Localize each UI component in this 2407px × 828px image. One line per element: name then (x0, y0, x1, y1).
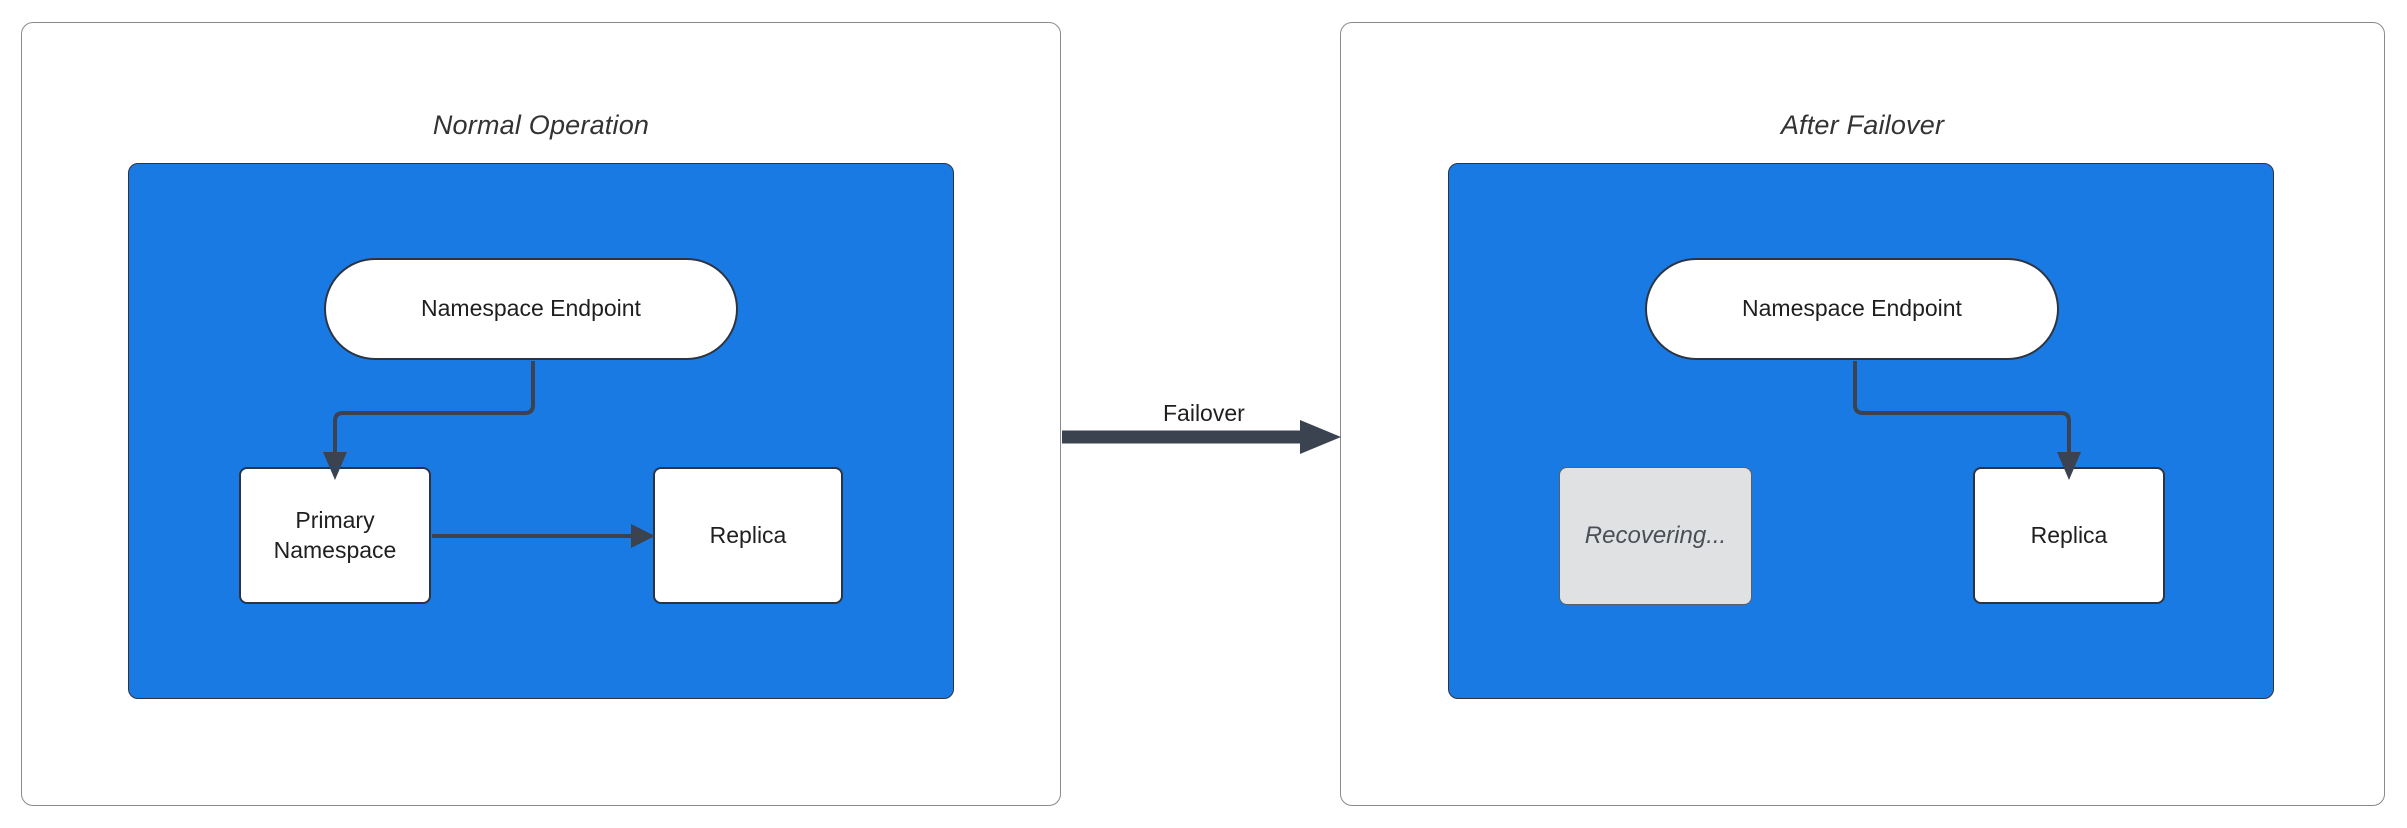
region-box-normal-operation (128, 163, 954, 699)
node-replica-left[interactable]: Replica (653, 467, 843, 604)
node-label-replica-right: Replica (2030, 521, 2108, 548)
node-label-primary-line2: Namespace (273, 536, 397, 563)
node-namespace-endpoint-right[interactable]: Namespace Endpoint (1645, 258, 2059, 360)
cluster-title-normal-operation: Normal Operation (432, 110, 650, 140)
node-label-primary-namespace: Primary Namespace (274, 506, 397, 565)
node-replica-right[interactable]: Replica (1973, 467, 2165, 604)
edge-label-data-replication: Data Replication (458, 336, 615, 358)
cluster-title-after-failover: After Failover (1780, 110, 1945, 140)
node-namespace-endpoint-left[interactable]: Namespace Endpoint (324, 258, 738, 360)
node-primary-namespace[interactable]: Primary Namespace (239, 467, 431, 604)
edge-failover-arrowhead (1300, 420, 1341, 454)
node-label-recovering: Recovering... (1584, 521, 1727, 549)
edge-label-failover: Failover (1163, 400, 1245, 426)
region-box-after-failover (1448, 163, 2274, 699)
node-label-replica-left: Replica (709, 521, 787, 548)
node-recovering[interactable]: Recovering... (1559, 467, 1752, 605)
node-label-namespace-endpoint-left: Namespace Endpoint (421, 295, 641, 322)
node-label-primary-line1: Primary (295, 507, 375, 534)
node-label-namespace-endpoint-right: Namespace Endpoint (1742, 295, 1962, 322)
